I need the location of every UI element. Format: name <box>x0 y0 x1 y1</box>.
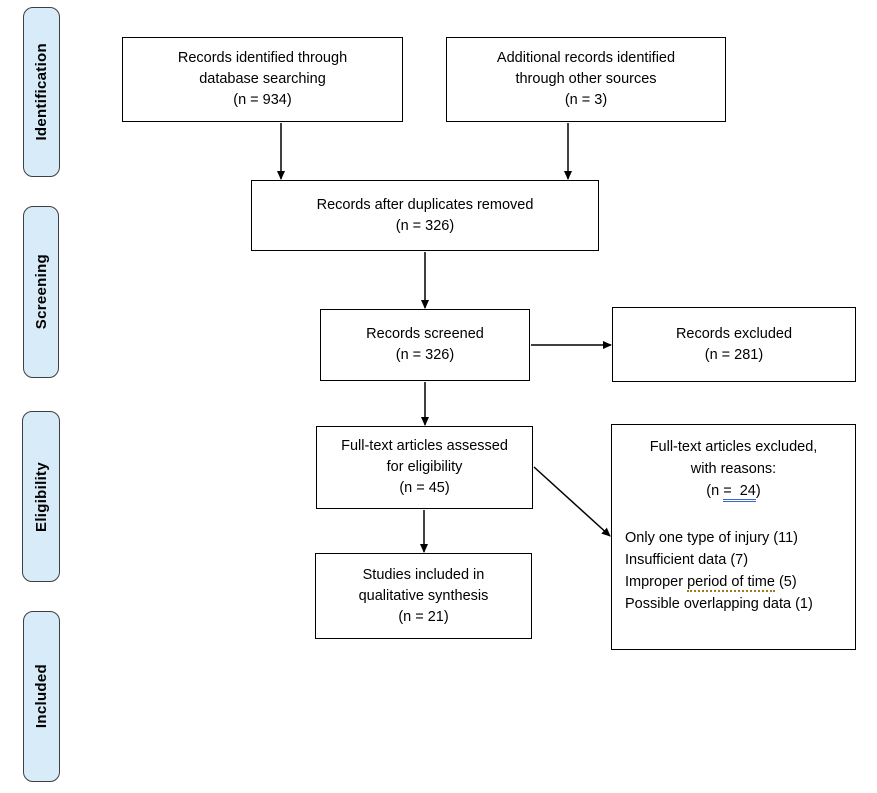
box-records-identified-line: Records identified through <box>177 50 348 66</box>
box-records-screened-line: Records screened <box>366 326 484 342</box>
box-qualitative-synthesis-count: (n = 21) <box>398 608 449 625</box>
style-underline: period of time <box>687 574 775 592</box>
box-records-identified-line: database searching <box>199 71 326 87</box>
box-fulltext-assessed-line: for eligibility <box>386 459 463 475</box>
box-fulltext-excluded-count: (n = 24) <box>612 480 855 502</box>
exclusion-reasons-list: Only one type of injury (11) Insufficien… <box>612 527 855 615</box>
box-additional-records-line: through other sources <box>515 71 657 87</box>
grammar-underline: = 24 <box>723 483 756 502</box>
box-qualitative-synthesis: Studies included in qualitative synthesi… <box>315 553 532 639</box>
box-additional-records-line: Additional records identified <box>496 50 676 66</box>
box-fulltext-excluded: Full-text articles excluded, with reason… <box>611 424 856 650</box>
box-fulltext-excluded-line: with reasons: <box>690 461 777 477</box>
box-fulltext-assessed: Full-text articles assessed for eligibil… <box>316 426 533 509</box>
box-records-excluded-line: Records excluded <box>675 325 793 342</box>
stage-identification-label: Identification <box>33 43 50 141</box>
box-duplicates-removed-count: (n = 326) <box>395 217 455 234</box>
box-duplicates-removed-line: Records after duplicates removed <box>316 196 534 213</box>
exclusion-reason: Insufficient data (7) <box>625 552 749 568</box>
box-duplicates-removed: Records after duplicates removed (n = 32… <box>251 180 599 251</box>
box-records-screened: Records screened (n = 326) <box>320 309 530 381</box>
arrow-fulltext-to-fulltext-excluded <box>533 466 611 537</box>
stage-screening-label: Screening <box>32 254 50 330</box>
box-qualitative-synthesis-line: qualitative synthesis <box>358 587 489 604</box>
exclusion-reason: Improper period of time (5) <box>625 574 797 592</box>
stage-included: Included <box>23 611 60 782</box>
box-additional-records: Additional records identified through ot… <box>446 37 726 122</box>
stage-screening: Screening <box>23 206 59 378</box>
stage-eligibility-label: Eligibility <box>32 461 50 532</box>
box-records-identified: Records identified through database sear… <box>122 37 403 122</box>
stage-included-label: Included <box>33 664 50 729</box>
box-records-identified-count: (n = 934) <box>233 92 292 108</box>
box-records-excluded-count: (n = 281) <box>704 346 764 363</box>
stage-eligibility: Eligibility <box>22 411 60 582</box>
box-fulltext-assessed-count: (n = 45) <box>399 480 450 496</box>
exclusion-reason: Only one type of injury (11) <box>625 530 799 546</box>
box-records-excluded: Records excluded (n = 281) <box>612 307 856 382</box>
box-qualitative-synthesis-line: Studies included in <box>362 566 485 583</box>
stage-identification: Identification <box>23 7 60 177</box>
box-records-screened-count: (n = 326) <box>395 347 455 363</box>
box-fulltext-assessed-line: Full-text articles assessed <box>341 438 508 454</box>
box-additional-records-count: (n = 3) <box>564 92 608 108</box>
box-fulltext-excluded-line: Full-text articles excluded, <box>649 439 818 455</box>
exclusion-reason: Possible overlapping data (1) <box>625 596 813 612</box>
